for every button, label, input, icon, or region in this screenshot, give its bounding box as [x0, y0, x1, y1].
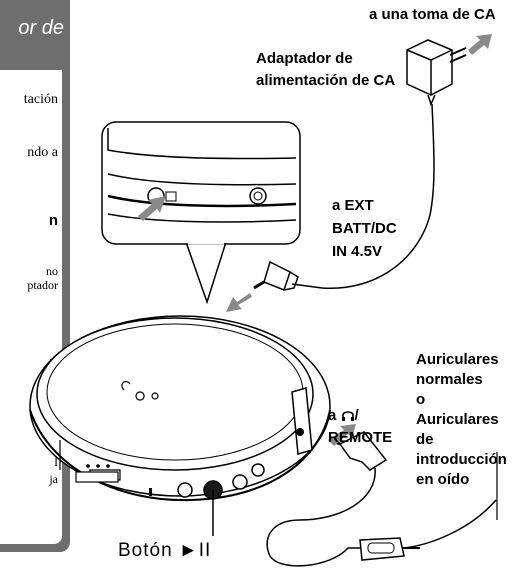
outlet-arrow: [468, 34, 492, 55]
headphone-icon: [341, 411, 354, 421]
callout-box: [101, 121, 301, 305]
outlet-label: a una toma de CA: [369, 6, 496, 23]
adapter-cable: [291, 103, 435, 289]
headphones-label-line: introducción: [416, 451, 507, 468]
play-button-label: Botón ►II: [118, 540, 212, 561]
ac-adapter-icon: [406, 39, 467, 107]
headphones-label-line: o: [416, 391, 426, 408]
remote-label-prefix: a: [328, 407, 341, 424]
headphones-label-line: normales: [416, 371, 483, 388]
sidebar-fragment: ja: [49, 472, 58, 486]
remote-label-line1: a /: [328, 406, 359, 425]
sidebar-title: or de: [18, 17, 64, 39]
sidebar-fragment: tación: [23, 92, 58, 107]
remote-label-slash: /: [354, 407, 359, 424]
ext-label-line3: IN 4.5V: [332, 243, 383, 260]
headphone-plug-icon: [266, 431, 497, 567]
dc-in-arrow: [226, 293, 252, 312]
sidebar-fragment: n: [48, 212, 58, 229]
adapter-label-line2: alimentación de CA: [256, 72, 396, 89]
ext-label-line1: a EXT: [332, 197, 374, 214]
sidebar-fragment: ndo a: [27, 145, 58, 160]
headphones-label-line: Auriculares: [416, 411, 499, 428]
headphones-label-line: en oído: [416, 471, 470, 488]
headphones-label-line: Auriculares: [416, 351, 499, 368]
remote-label-line2: REMOTE: [328, 429, 393, 446]
dc-jack-arrow: [138, 196, 166, 221]
sidebar-fragment: no: [46, 264, 58, 278]
sidebar-fragment: ptador: [27, 278, 58, 292]
sidebar-panel: tación ndo a n no ptador n l ja: [0, 70, 62, 544]
sidebar: or de tación ndo a n no ptador n l ja: [0, 0, 70, 552]
adapter-label-line1: Adaptador de: [256, 50, 353, 67]
cd-player-icon: [29, 315, 331, 502]
headphones-label-line: de: [416, 431, 434, 448]
dc-plug-icon: [253, 260, 299, 291]
remote-jack-arrow: [328, 424, 356, 446]
sidebar-header: or de: [0, 0, 70, 58]
ext-label-line2: BATT/DC: [332, 220, 397, 237]
sidebar-fragment: l: [54, 455, 58, 470]
